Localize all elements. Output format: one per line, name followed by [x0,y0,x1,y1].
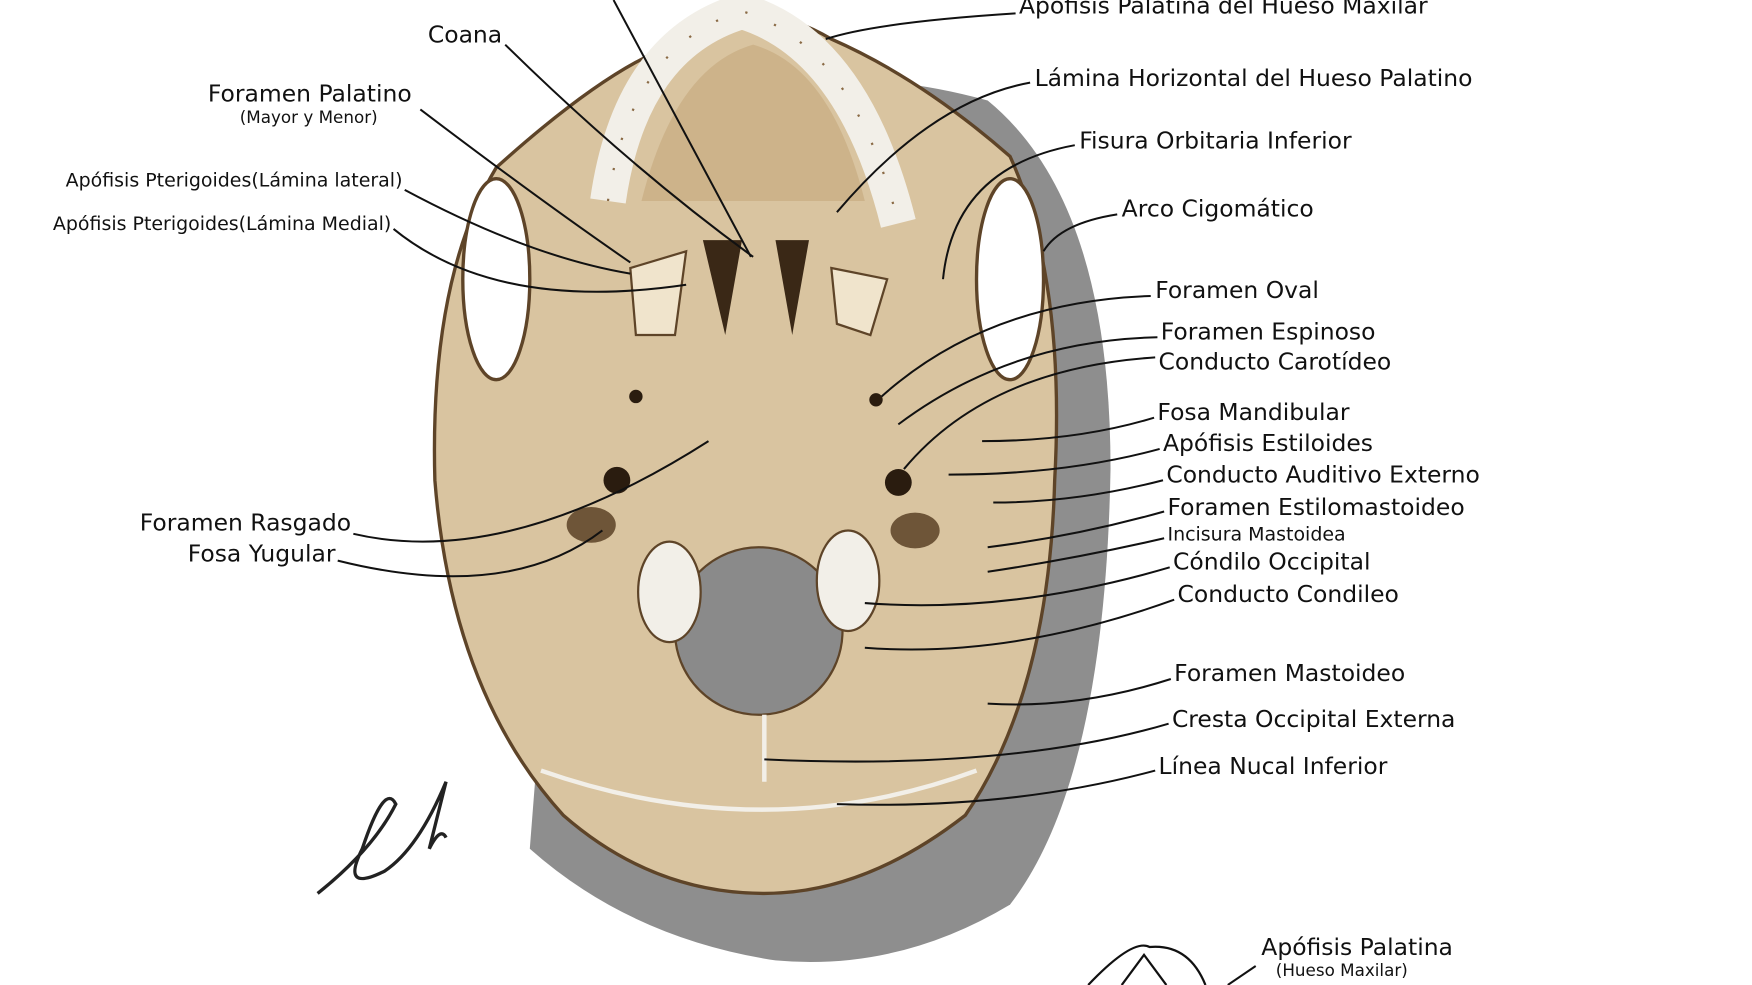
label-foramen-palatino-sub: (Mayor y Menor) [240,107,378,127]
label-fisura-orbitaria: Fisura Orbitaria Inferior [1079,127,1352,155]
label-foramen-oval: Foramen Oval [1155,276,1319,304]
label-lamina-horizontal: Lámina Horizontal del Hueso Palatino [1035,64,1473,92]
label-conducto-auditivo: Conducto Auditivo Externo [1166,460,1480,488]
label-conducto-condileo: Conducto Condileo [1178,580,1399,608]
label-linea-nucal: Línea Nucal Inferior [1159,752,1388,780]
label-incisura-mastoidea: Incisura Mastoidea [1167,524,1345,546]
label-conducto-carotideo: Conducto Carotídeo [1159,348,1392,376]
label-foramen-espinoso: Foramen Espinoso [1161,318,1376,346]
label-inset-apofisis-palatina: Apófisis Palatina [1261,933,1453,961]
label-apofisis-estiloides: Apófisis Estiloides [1163,429,1373,457]
label-foramen-palatino: Foramen Palatino [208,80,412,108]
label-inset-sub: (Hueso Maxilar) [1276,960,1408,980]
label-pterigoides-medial: Apófisis Pterigoides(Lámina Medial) [53,213,391,235]
inset-palate-sketch [1087,944,1207,985]
label-foramen-estilomastoideo: Foramen Estilomastoideo [1167,493,1464,521]
artist-signature [316,781,448,895]
label-cresta-occipital: Cresta Occipital Externa [1172,705,1455,733]
label-arco-cigomatico: Arco Cigomático [1122,195,1314,223]
label-apofisis-palatina-maxilar: Apófisis Palatina del Hueso Maxilar [1019,0,1428,19]
label-condilo-occipital: Cóndilo Occipital [1173,548,1370,576]
label-coana: Coana [428,20,502,48]
skull [432,0,1059,896]
label-fosa-yugular: Fosa Yugular [188,540,336,568]
label-foramen-rasgado: Foramen Rasgado [140,508,351,536]
label-foramen-mastoideo: Foramen Mastoideo [1174,659,1405,687]
label-fosa-mandibular: Fosa Mandibular [1157,398,1349,426]
leader-lines [337,0,1257,985]
label-pterigoides-lateral: Apófisis Pterigoides(Lámina lateral) [66,170,403,192]
